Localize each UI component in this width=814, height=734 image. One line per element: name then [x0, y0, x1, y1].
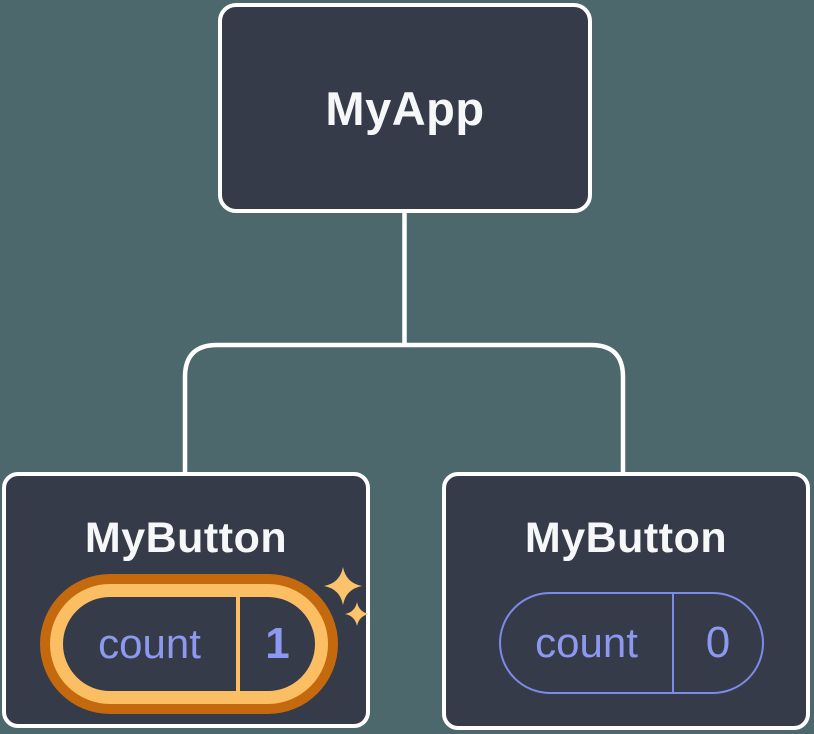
state-name-cell: count [63, 597, 236, 691]
pill-divider [672, 594, 674, 692]
tree-node-mybutton-right: MyButton count 0 [442, 472, 810, 730]
node-label: MyButton [524, 514, 728, 562]
state-name: count [535, 619, 638, 666]
state-value: 1 [265, 619, 290, 668]
state-value-cell: 1 [240, 597, 315, 691]
node-label: MyApp [325, 81, 485, 135]
state-value-cell: 0 [674, 594, 762, 692]
state-pill: count 0 [499, 592, 764, 694]
state-value: 0 [705, 618, 731, 667]
node-label: MyButton [84, 514, 288, 562]
state-pill-highlighted: count 1 [50, 584, 328, 704]
state-name-cell: count [501, 594, 672, 692]
tree-node-myapp: MyApp [218, 3, 592, 213]
tree-node-mybutton-left: MyButton count 1 [2, 472, 370, 728]
pill-divider [236, 597, 240, 691]
sparkles-icon [324, 567, 369, 626]
state-name: count [98, 620, 201, 667]
